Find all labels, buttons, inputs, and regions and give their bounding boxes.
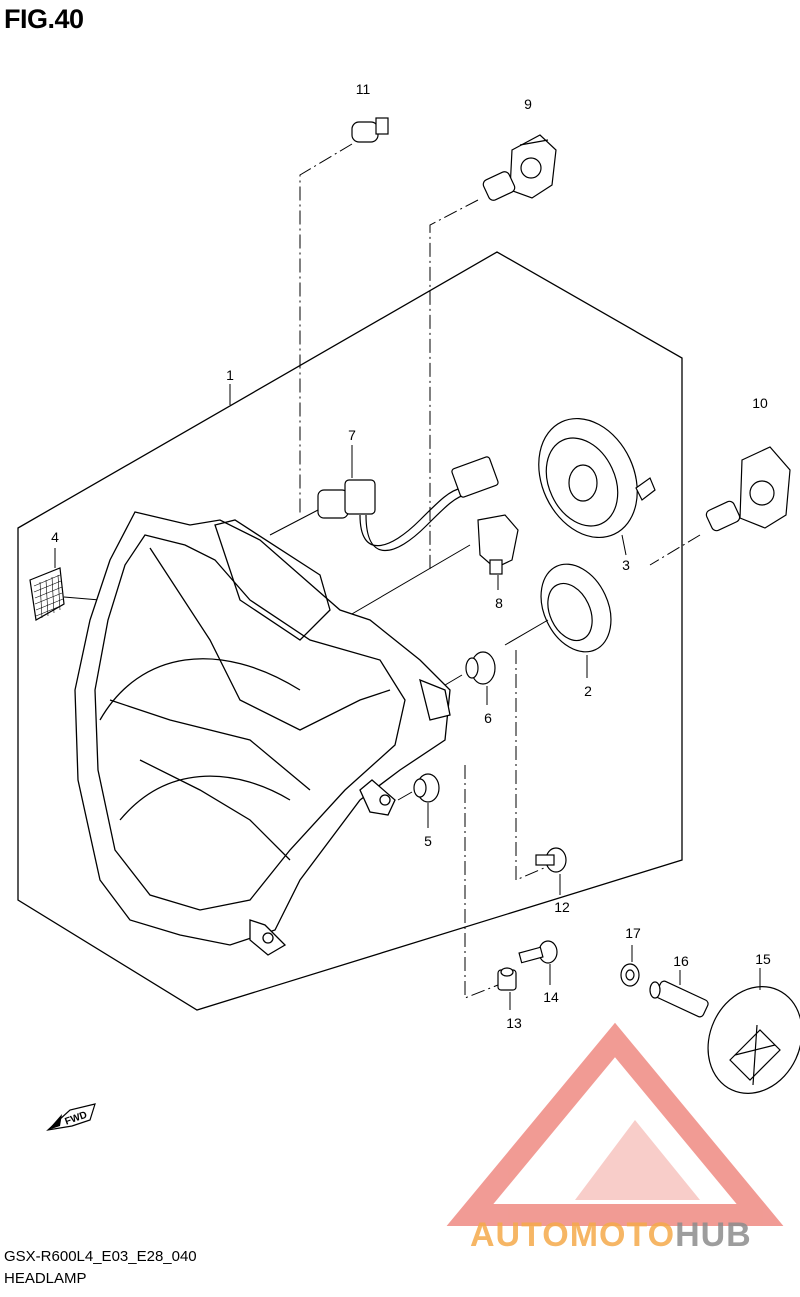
part-number: 7 [348,427,356,443]
part-number: 12 [554,899,570,915]
socket-8 [477,514,519,575]
nut-13 [497,967,517,991]
part-number: 9 [524,96,532,112]
bolt-14 [518,940,558,964]
model-code: GSX-R600L4_E03_E28_040 [4,1248,197,1265]
watermark-text: AUTOMOTOHUB [470,1216,752,1254]
bulb-11 [351,117,389,143]
cap-15 [707,986,800,1094]
grommet-5 [413,773,440,803]
part-number: 4 [51,529,59,545]
part-number: 13 [506,1015,522,1031]
fwd-arrow-icon: FWD [46,1103,96,1131]
part-number: 5 [424,833,432,849]
pin-16 [649,980,709,1018]
part-number: 10 [752,395,768,411]
part-number: 3 [622,557,630,573]
washer-17 [620,963,640,987]
part-number: 2 [584,683,592,699]
figure-title: FIG.40 [4,4,84,34]
watermark-logo [446,1022,784,1226]
grommet-6 [465,651,496,685]
leader-5b [397,791,413,801]
leader-10 [649,534,701,566]
part-number: 16 [673,953,689,969]
headlamp-housing-1 [74,511,451,956]
leader-7b [269,509,319,536]
leader-9 [429,199,479,570]
bulb-9 [482,134,557,201]
seal-2 [540,563,612,653]
part-labels: 1 2 3 4 5 6 7 8 9 10 11 12 13 14 15 16 1… [51,81,771,1031]
part-number: 6 [484,710,492,726]
watermark-prefix: AUTOMOTO [470,1216,675,1254]
reflector-4 [29,567,65,621]
part-number: 17 [625,925,641,941]
part-number: 11 [356,81,371,97]
leader-11 [299,143,353,515]
leader-2b [504,619,549,646]
part-number: 1 [226,367,234,383]
part-number: 15 [755,951,771,967]
dust-cover-3 [538,417,656,539]
part-number: 8 [495,595,503,611]
socket-7 [317,456,499,552]
leader-12 [515,650,545,881]
assembly-frame [17,251,683,1011]
leader-13 [464,765,499,999]
diagram-caption: HEADLAMP [4,1270,87,1287]
bulb-10 [705,446,791,532]
screw-12 [535,847,567,873]
watermark-suffix: HUB [675,1216,752,1254]
leader-3 [621,534,627,556]
leader-8b [344,544,471,619]
part-number: 14 [543,989,559,1005]
